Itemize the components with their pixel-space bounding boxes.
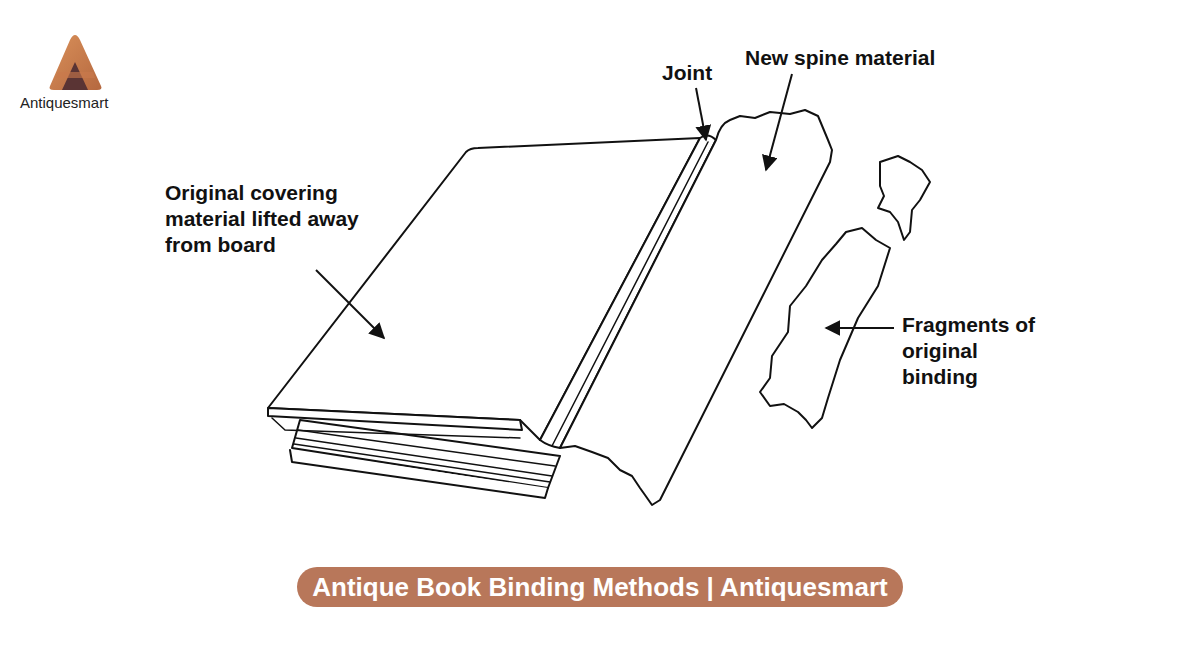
brand-name: Antiquesmart — [20, 94, 108, 111]
logo-icon — [50, 35, 102, 90]
part-label: Fragments of original binding — [902, 312, 1037, 390]
caption-band: Antique Book Binding Methods | Antiquesm… — [297, 567, 903, 607]
caption-text: Antique Book Binding Methods | Antiquesm… — [312, 572, 887, 603]
part-label: New spine material — [745, 45, 935, 71]
part-label: Joint — [662, 60, 712, 86]
part-label: Original covering material lifted away f… — [165, 180, 370, 258]
